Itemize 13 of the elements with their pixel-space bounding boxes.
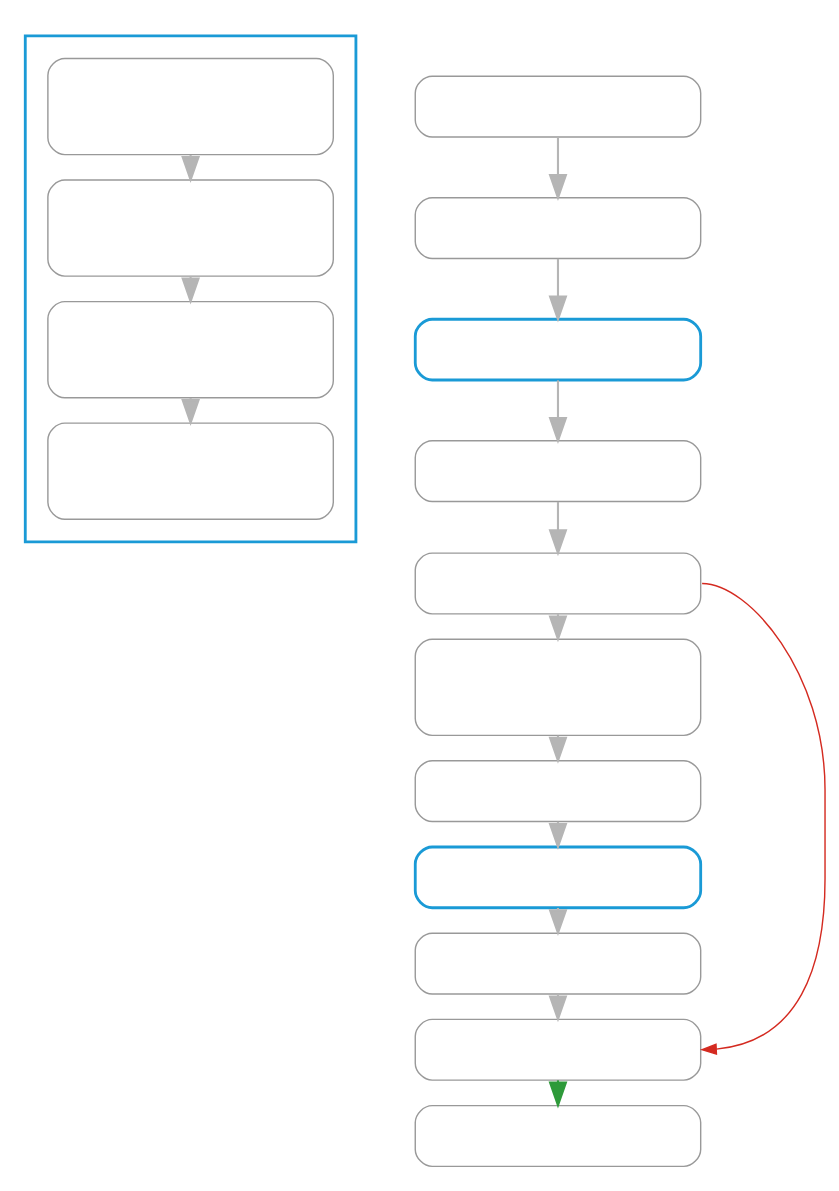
node-box [414,1104,702,1168]
arrow [548,258,568,323]
arrow [548,501,568,557]
node-box [47,422,334,520]
arrow [548,380,568,444]
node-box [414,75,702,138]
arrow [699,582,826,1056]
node-box [413,317,703,382]
cluster [23,34,358,544]
node-box [414,197,702,260]
arrow [181,276,200,305]
arrow [548,137,568,201]
node-box [414,440,702,503]
